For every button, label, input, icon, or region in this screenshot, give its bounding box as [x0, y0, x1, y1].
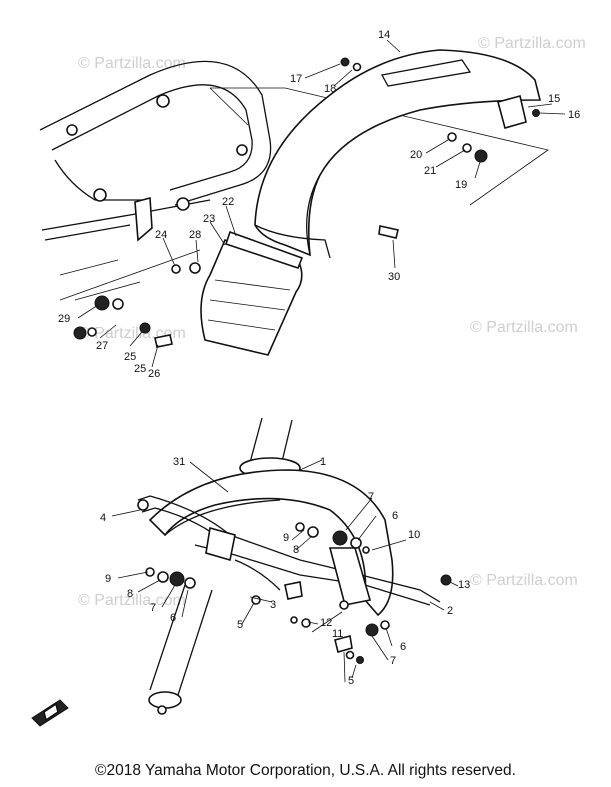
- callout-6-left[interactable]: 6: [170, 612, 176, 624]
- watermark-top-right: © Partzilla.com: [478, 35, 586, 52]
- callout-29[interactable]: 29: [58, 313, 70, 325]
- callout-25-mid[interactable]: 25: [134, 363, 146, 375]
- callout-31[interactable]: 31: [173, 456, 185, 468]
- watermark-mid-right: © Partzilla.com: [470, 319, 578, 336]
- mud-flap: [200, 230, 304, 356]
- callout-1[interactable]: 1: [320, 456, 326, 468]
- watermark-bottom-right: © Partzilla.com: [470, 572, 578, 589]
- callout-27[interactable]: 27: [96, 340, 108, 352]
- tail-bracket: [497, 95, 540, 129]
- callout-7-bottom[interactable]: 7: [390, 655, 396, 667]
- callout-25-top[interactable]: 25: [124, 351, 136, 363]
- callout-20[interactable]: 20: [410, 149, 422, 161]
- callout-18[interactable]: 18: [324, 83, 336, 95]
- callout-14[interactable]: 14: [378, 29, 390, 41]
- callout-15[interactable]: 15: [548, 93, 560, 105]
- reference-lines-top: [59, 87, 549, 301]
- callout-16[interactable]: 16: [568, 109, 580, 121]
- callout-2[interactable]: 2: [447, 605, 453, 617]
- callout-9-top[interactable]: 9: [283, 532, 289, 544]
- rear-frame-section: [39, 60, 272, 242]
- callout-17[interactable]: 17: [290, 73, 302, 85]
- top-fasteners: [340, 57, 488, 239]
- callout-5-bottom[interactable]: 5: [348, 675, 354, 687]
- fork-and-steering: [148, 417, 301, 715]
- callout-5-left[interactable]: 5: [237, 619, 243, 631]
- leader-lines-bottom: [111, 459, 459, 683]
- callout-9-left[interactable]: 9: [105, 573, 111, 585]
- callout-21[interactable]: 21: [424, 165, 436, 177]
- callout-4[interactable]: 4: [100, 512, 106, 524]
- callout-3[interactable]: 3: [270, 599, 276, 611]
- callout-8-top[interactable]: 8: [293, 544, 299, 556]
- callout-13[interactable]: 13: [458, 579, 470, 591]
- callout-6-top[interactable]: 6: [392, 510, 398, 522]
- callout-8-left[interactable]: 8: [127, 588, 133, 600]
- callout-7-left[interactable]: 7: [150, 602, 156, 614]
- callout-6-bottom[interactable]: 6: [400, 641, 406, 653]
- direction-arrow-icon: [31, 699, 69, 727]
- left-fasteners: [73, 262, 201, 348]
- callout-23[interactable]: 23: [203, 213, 215, 225]
- callout-12[interactable]: 12: [320, 617, 332, 629]
- front-fasteners: [145, 522, 452, 664]
- callout-28[interactable]: 28: [189, 229, 201, 241]
- front-fender: [148, 469, 394, 617]
- callout-11[interactable]: 11: [332, 628, 343, 640]
- callout-19[interactable]: 19: [455, 179, 467, 191]
- callout-22[interactable]: 22: [222, 196, 234, 208]
- leader-lines-top: [77, 39, 566, 368]
- watermark-top-left: © Partzilla.com: [78, 55, 186, 72]
- fender-braces: [137, 495, 441, 606]
- callout-7-top[interactable]: 7: [368, 491, 374, 503]
- callout-24[interactable]: 24: [155, 229, 167, 241]
- callout-30[interactable]: 30: [388, 271, 400, 283]
- watermark-bottom-left: © Partzilla.com: [78, 592, 186, 609]
- callout-26[interactable]: 26: [148, 368, 160, 380]
- copyright-notice: ©2018 Yamaha Motor Corporation, U.S.A. A…: [95, 762, 516, 779]
- callout-10[interactable]: 10: [408, 529, 420, 541]
